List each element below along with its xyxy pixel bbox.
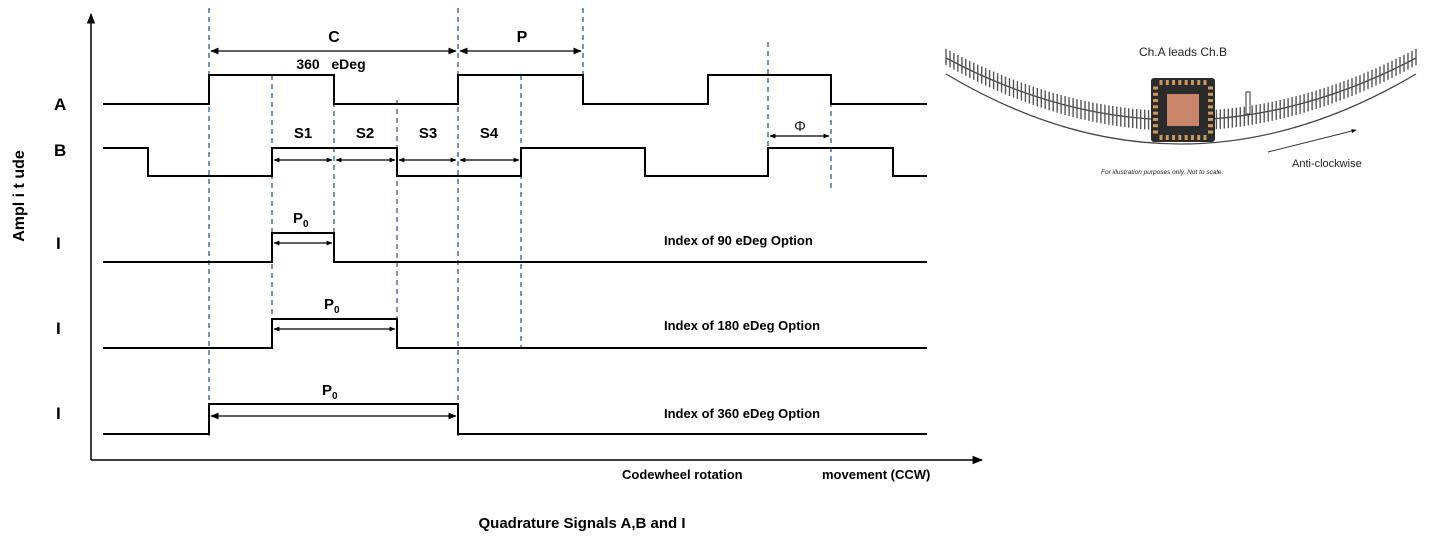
codewheel-outer-rim [945,73,1417,145]
chip-pad [1197,135,1201,140]
chip-pad [1159,80,1163,85]
chip-pad [1178,80,1182,85]
signal-i360-waveform [103,403,927,435]
option-180-label: Index of 180 eDeg Option [664,318,820,333]
axes [86,12,984,465]
chip-pads [1153,80,1213,140]
row-label-b: B [54,141,66,160]
chip-pad [1208,130,1213,134]
chip-pad [1184,135,1188,140]
p0-label-180: P0 [324,296,340,316]
direction-arrow [1267,129,1357,153]
chip-pad [1208,86,1213,90]
chip-pad [1178,135,1182,140]
chip-pad [1172,80,1176,85]
chip-pad [1165,135,1169,140]
s1-label: S1 [294,125,312,142]
chip-pad [1203,80,1207,85]
s2-label: S2 [356,125,374,142]
signal-i180-waveform [103,318,927,349]
chip-pad [1208,99,1213,103]
p0-main: P [293,210,303,227]
dimension-arrows [210,47,830,420]
chip-pad [1208,124,1213,128]
p0-subscript: 0 [303,219,309,230]
chip-die [1167,94,1199,126]
chip-pad [1190,135,1194,140]
row-label-i-360: I [56,404,61,423]
row-label-i-180: I [56,319,61,338]
p0-subscript: 0 [334,305,340,316]
illustration-note: For illustration purposes only. Not to s… [1101,169,1224,176]
s3-label: S3 [419,125,437,142]
direction-label: Anti-clockwise [1292,158,1362,170]
p0-label-90: P0 [293,210,309,230]
signal-i90-waveform [103,232,927,263]
p0-label-360: P0 [322,382,338,402]
chip-pad [1203,135,1207,140]
option-90-label: Index of 90 eDeg Option [664,233,813,248]
row-label-a: A [54,95,66,114]
chip-pad [1208,105,1213,109]
p0-main: P [322,382,332,399]
option-360-label: Index of 360 eDeg Option [664,406,820,421]
chip-pad [1153,130,1158,134]
diagram-caption: Quadrature Signals A,B and I [479,515,686,532]
encoder-chip [1151,78,1215,142]
chip-pad [1153,105,1158,109]
chip-pad [1159,135,1163,140]
signal-b-waveform [103,147,927,177]
p-label: P [517,29,528,46]
x-axis-label-left: Codewheel rotation [622,467,743,482]
chip-pad [1184,80,1188,85]
s4-label: S4 [480,125,499,142]
signal-a-waveform [103,74,927,105]
x-axis-label-right: movement (CCW) [822,467,930,482]
encoder-illustration: Ch.A leads Ch.B For illustration purpose… [945,45,1417,176]
y-axis-label: Ampl i t ude [11,150,28,242]
chip-pad [1153,124,1158,128]
edeg-label: 360 eDeg [296,56,365,72]
index-marker [1245,91,1251,115]
chip-pad [1197,80,1201,85]
chip-pad [1165,80,1169,85]
c-label: C [328,29,340,46]
row-label-i-90: I [56,234,61,253]
p0-subscript: 0 [332,391,338,402]
chip-pad [1153,111,1158,115]
chip-pad [1208,92,1213,96]
chip-pad [1153,117,1158,121]
waveforms [103,74,927,435]
illustration-heading: Ch.A leads Ch.B [1139,45,1227,59]
phi-label: Φ [794,118,806,135]
chip-pad [1153,86,1158,90]
chip-pad [1190,80,1194,85]
chip-pad [1208,111,1213,115]
p0-main: P [324,296,334,313]
chip-pad [1208,117,1213,121]
chip-pad [1153,92,1158,96]
chip-pad [1153,99,1158,103]
chip-pad [1172,135,1176,140]
